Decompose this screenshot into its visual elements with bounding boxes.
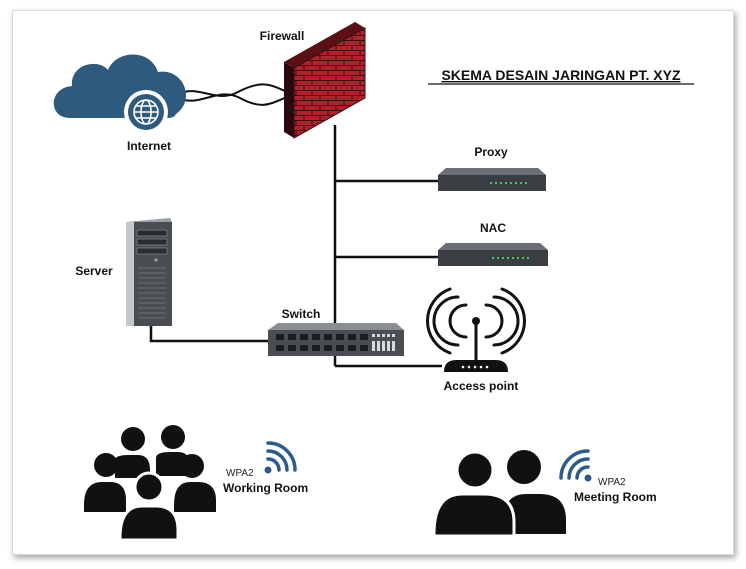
server-label: Server: [75, 264, 113, 278]
server-tower-icon: [126, 218, 172, 326]
meeting-room-people-icon: [432, 450, 566, 538]
internet-cloud-icon: [53, 54, 187, 134]
working-room-label: Working Room: [223, 481, 308, 495]
working-room-security-label: WPA2: [226, 468, 254, 479]
working-room-people-icon: [84, 425, 216, 542]
globe-icon: [133, 99, 159, 125]
internet-label: Internet: [127, 139, 171, 153]
meeting-room-security-label: WPA2: [598, 477, 626, 488]
proxy-label: Proxy: [474, 145, 508, 159]
firewall-label: Firewall: [260, 29, 305, 43]
firewall-icon: [284, 22, 366, 139]
server-link-line: [149, 325, 268, 343]
diagram-title: SKEMA DESAIN JARINGAN PT. XYZ: [441, 67, 681, 83]
nac-label: NAC: [480, 221, 506, 235]
working-room-wifi-icon: [264, 441, 297, 474]
meeting-room-label: Meeting Room: [574, 490, 657, 504]
access-point-label: Access point: [444, 379, 519, 393]
network-switch-icon: [268, 323, 404, 356]
internet-firewall-cable: [177, 83, 288, 106]
proxy-device-icon: [438, 168, 546, 191]
switch-label: Switch: [282, 307, 321, 321]
meeting-room-wifi-icon: [559, 449, 592, 482]
access-point-icon: [425, 287, 527, 372]
nac-device-icon: [438, 243, 548, 266]
